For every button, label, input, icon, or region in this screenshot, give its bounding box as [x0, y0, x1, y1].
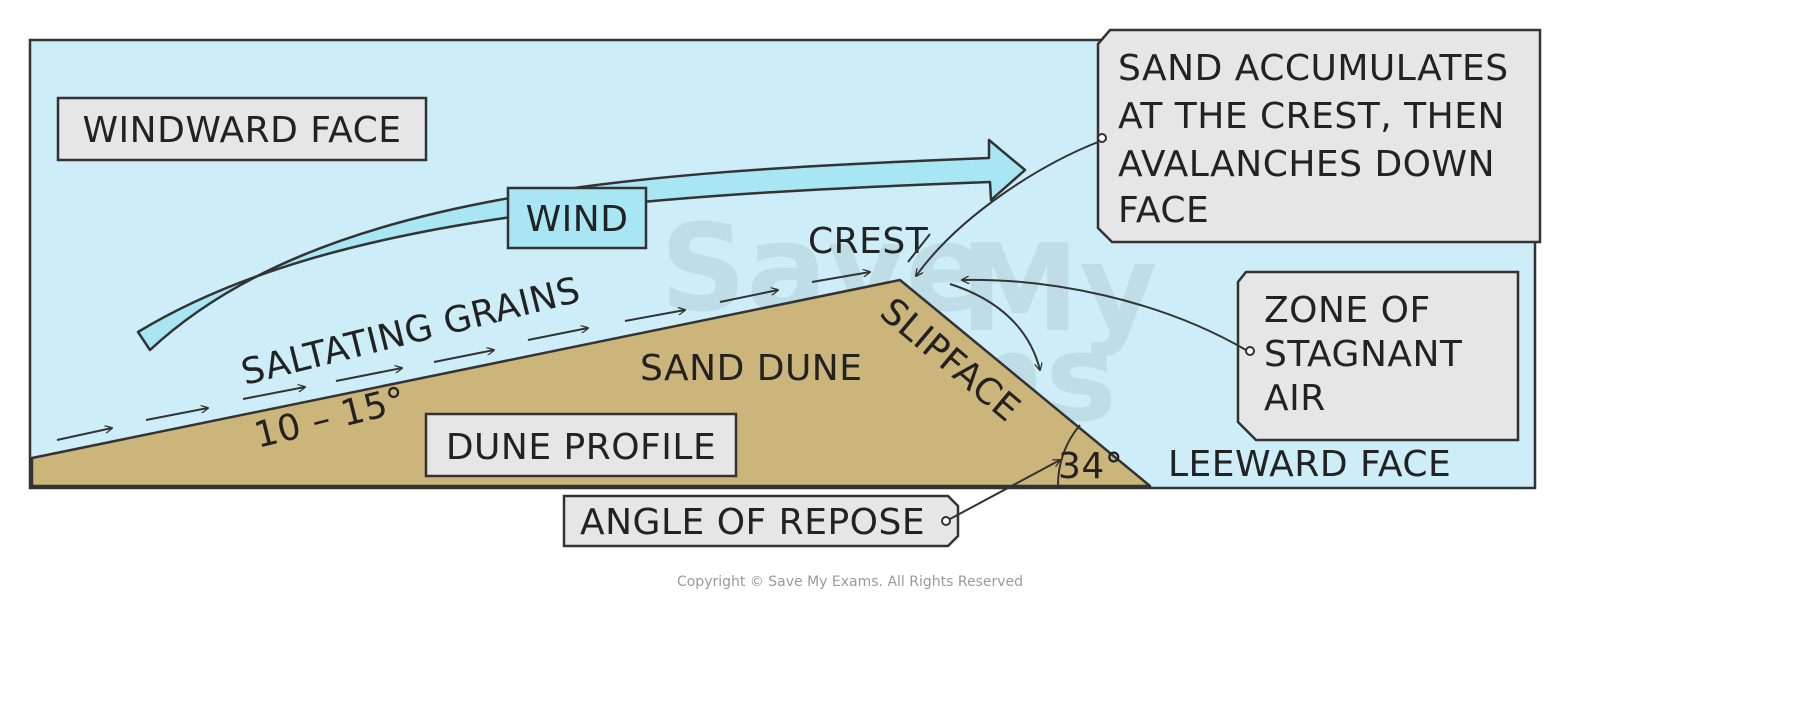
saltation-arrow	[624, 310, 685, 322]
wind-label: WIND	[526, 199, 629, 240]
sand-accumulates-box	[1096, 28, 1542, 244]
wind-box	[506, 186, 648, 250]
sand-dune-label: SAND DUNE	[640, 348, 863, 389]
dune-profile-label: DUNE PROFILE	[446, 427, 716, 468]
windward-face-label: WINDWARD FACE	[82, 110, 401, 151]
sand-accumulates-line-1: SAND ACCUMULATES	[1118, 48, 1509, 89]
saltation-arrow	[527, 328, 588, 341]
repose-angle-value: 34°	[1058, 446, 1123, 487]
sand-accumulates-line-4: FACE	[1118, 190, 1209, 231]
saltation-arrow	[719, 290, 778, 303]
angle-of-repose-pointer	[949, 460, 1060, 520]
saltation-arrow	[145, 408, 208, 421]
saltation-arrow	[811, 272, 870, 283]
repose-angle-arc	[1056, 424, 1081, 487]
angle-of-repose-dot	[941, 516, 951, 526]
stagnant-air-dot	[1245, 346, 1255, 356]
stagnant-air-box	[1236, 270, 1520, 442]
saltating-grain-arrows	[56, 272, 870, 441]
sand-accumulates-line-3: AVALANCHES DOWN	[1118, 144, 1495, 185]
leeward-face-label: LEEWARD FACE	[1168, 444, 1451, 485]
copyright-text: Copyright © Save My Exams. All Rights Re…	[677, 574, 1023, 590]
crest-tick	[907, 233, 931, 263]
saltation-arrow	[56, 428, 112, 441]
stagnant-air-curve	[949, 283, 1040, 370]
sand-accumulates-dot	[1097, 133, 1107, 143]
dune-profile-box	[424, 412, 738, 478]
sand-accumulates-pointer	[916, 141, 1099, 276]
wind-arrow	[136, 138, 1027, 352]
angle-of-repose-box	[562, 494, 960, 548]
sand-accumulates-line-2: AT THE CREST, THEN	[1118, 96, 1505, 137]
stagnant-air-line-3: AIR	[1264, 378, 1326, 419]
saltation-arrow	[433, 350, 494, 363]
sand-dune-shape	[30, 278, 1152, 488]
crest-label: CREST	[808, 221, 929, 262]
stagnant-air-line-1: ZONE OF	[1264, 290, 1431, 331]
stagnant-air-pointer	[962, 280, 1247, 351]
windward-face-box	[56, 96, 428, 162]
saltation-arrow	[335, 368, 402, 382]
angle-of-repose-label: ANGLE OF REPOSE	[580, 502, 925, 543]
stagnant-air-line-2: STAGNANT	[1264, 334, 1463, 375]
saltation-arrow	[242, 387, 305, 400]
